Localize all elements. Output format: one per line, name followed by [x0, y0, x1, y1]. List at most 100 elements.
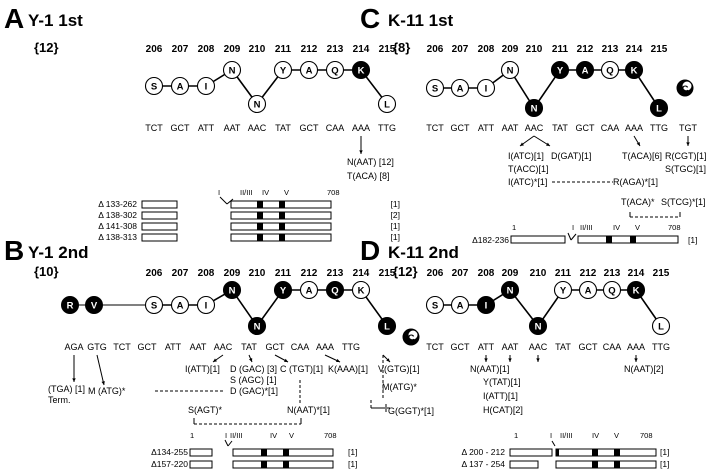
deletion-fragment — [189, 448, 213, 457]
deletion-fragment — [510, 235, 566, 244]
residue-number: 215 — [651, 44, 668, 55]
residue-circle — [500, 280, 520, 300]
residue-circle — [144, 76, 164, 96]
deletion-count: [1] — [688, 235, 697, 245]
codon: AGA — [64, 342, 83, 352]
deletion-gap-mark — [219, 196, 228, 205]
arrowhead — [634, 358, 638, 362]
deletion-count: [1] — [391, 221, 400, 231]
mutation-label: I(ATC)[1] — [508, 151, 544, 161]
mutation-label: T(ACC)[1] — [508, 164, 549, 174]
residue-circle — [196, 295, 216, 315]
domain-label: 708 — [640, 431, 653, 440]
residue-circle — [651, 316, 671, 336]
residue-chain — [154, 288, 388, 328]
deletion-label: Δ134-255 — [151, 447, 188, 457]
residue-letter: V — [91, 301, 98, 312]
residue-number: 214 — [353, 268, 370, 279]
residue-letter: S — [432, 301, 438, 312]
panel-title: Y-1 2nd — [28, 243, 88, 262]
domain-motif — [261, 449, 267, 456]
residue-number: 215 — [653, 268, 670, 279]
residue-letter: A — [585, 286, 592, 297]
domain-label: V — [289, 431, 294, 440]
c-terminus-letter: C — [682, 84, 689, 95]
domain-motif — [606, 236, 612, 243]
panel-title: K-11 2nd — [388, 243, 459, 262]
residue-circle — [575, 60, 595, 80]
domain-label: 1 — [514, 431, 518, 440]
residue-circle — [196, 76, 216, 96]
mutation-arrow — [96, 354, 105, 386]
residue-letter: Q — [331, 66, 338, 77]
residue-circle — [553, 280, 573, 300]
residue-number: 210 — [249, 44, 266, 55]
codon: TGT — [679, 123, 697, 133]
residue-letter: R — [67, 301, 74, 312]
residue-circle — [450, 78, 470, 98]
residue-circle — [476, 295, 496, 315]
mutation-label: I(ATT)[1] — [483, 391, 518, 401]
residue-number: 207 — [452, 44, 469, 55]
mutation-label: G(GGT)*[1] — [388, 406, 434, 416]
residue-circle — [273, 60, 293, 80]
codon: TCT — [426, 123, 444, 133]
panel-title: K-11 1st — [388, 11, 454, 30]
codon: GCT — [300, 123, 320, 133]
mutation-label: I(ATC)*[1] — [508, 177, 547, 187]
residue-number: 209 — [502, 268, 519, 279]
mutation-label: R(CGT)[1] — [665, 151, 707, 161]
residue-circle — [578, 280, 598, 300]
residue-circle — [500, 60, 520, 80]
residue-letter: Y — [280, 286, 287, 297]
residue-circle — [524, 98, 544, 118]
codon: TAT — [555, 342, 571, 352]
codon: AAA — [316, 342, 334, 352]
residue-circle — [476, 78, 496, 98]
mutation-label: S(TGC)[1] — [665, 164, 706, 174]
residue-circle — [649, 98, 669, 118]
deletion-fragment — [141, 200, 178, 209]
codon: AAC — [248, 123, 267, 133]
residue-circle — [377, 94, 397, 114]
deletion-gap-mark — [551, 440, 556, 447]
residue-letter: S — [151, 301, 157, 312]
mutation-label: H(CAT)[2] — [483, 405, 523, 415]
codon: GCT — [579, 342, 599, 352]
mutation-label: C (TGT)[1] — [280, 364, 323, 374]
residue-circle — [170, 76, 190, 96]
domain-label: 708 — [327, 188, 340, 197]
panel-letter: A — [4, 3, 24, 34]
arrowhead — [72, 378, 76, 382]
residue-letter: Y — [560, 286, 567, 297]
deletion-label: Δ 133-262 — [98, 199, 137, 209]
residue-number: 211 — [555, 268, 572, 279]
residue-letter: Q — [608, 286, 615, 297]
mutation-label: I(ATT)[1] — [185, 364, 220, 374]
residue-letter: I — [485, 301, 488, 312]
arrowhead — [284, 358, 288, 362]
deletion-label: Δ157-220 — [151, 459, 188, 469]
codon: AAT — [190, 342, 207, 352]
residue-number: 209 — [224, 44, 241, 55]
deletion-fragment — [141, 233, 178, 242]
domain-motif — [614, 461, 620, 468]
deletion-fragment — [189, 460, 213, 469]
mutation-label: M(ATG)* — [382, 382, 417, 392]
residue-letter: I — [485, 84, 488, 95]
residue-number: 214 — [628, 268, 645, 279]
residue-number: 212 — [580, 268, 597, 279]
domain-motif — [279, 234, 285, 241]
domain-label: I — [218, 188, 220, 197]
residue-number: 207 — [172, 268, 189, 279]
residue-letter: N — [229, 286, 236, 297]
residue-letter: S — [432, 84, 438, 95]
residue-circle — [351, 280, 371, 300]
panel-title: Y-1 1st — [28, 11, 83, 30]
codon: GCT — [266, 342, 286, 352]
codon: TCT — [113, 342, 131, 352]
domain-label: V — [614, 431, 619, 440]
domain-motif — [630, 236, 636, 243]
residue-letter: Y — [280, 66, 287, 77]
